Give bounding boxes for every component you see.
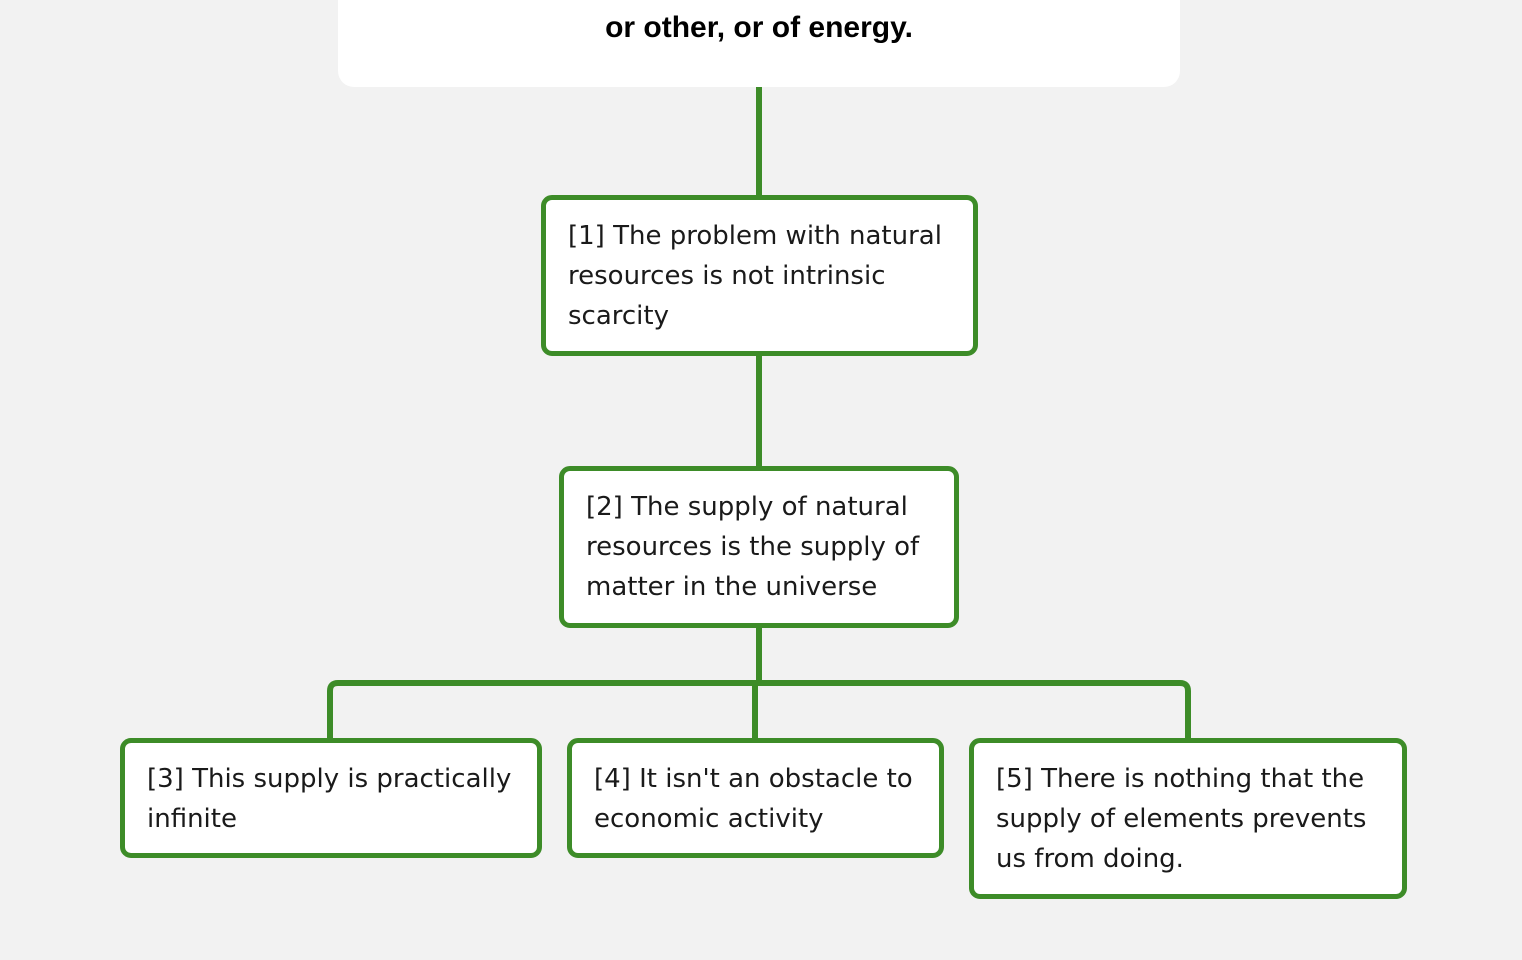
node-1: [1] The problem with natural resources i… (541, 195, 978, 356)
node-2-text: [2] The supply of natural resources is t… (586, 492, 920, 602)
node-1-text: [1] The problem with natural resources i… (568, 221, 942, 331)
node-5: [5] There is nothing that the supply of … (969, 738, 1407, 899)
top-node: or other, or of energy. (338, 0, 1180, 87)
connector-bus (327, 680, 1191, 739)
node-4-text: [4] It isn't an obstacle to economic act… (594, 764, 913, 834)
node-4: [4] It isn't an obstacle to economic act… (567, 738, 944, 858)
node-2: [2] The supply of natural resources is t… (559, 466, 959, 628)
node-5-text: [5] There is nothing that the supply of … (996, 764, 1367, 874)
node-3: [3] This supply is practically infinite (120, 738, 542, 858)
top-node-text: or other, or of energy. (605, 11, 913, 44)
node-3-text: [3] This supply is practically infinite (147, 764, 512, 834)
